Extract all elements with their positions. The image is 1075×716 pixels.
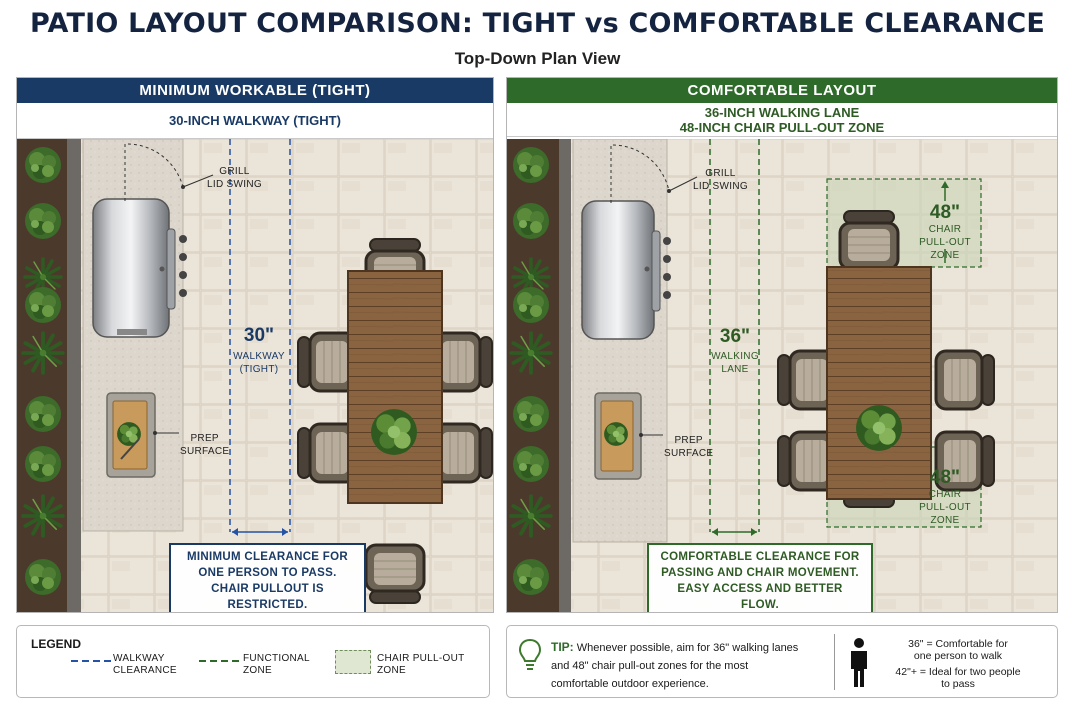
shrub-icon bbox=[25, 559, 61, 595]
lightbulb-icon bbox=[519, 638, 541, 670]
grill bbox=[581, 200, 671, 340]
tight-panel-title: MINIMUM WORKABLE (TIGHT) bbox=[17, 78, 493, 103]
legend: LEGEND WALKWAY CLEARANCE FUNCTIONAL ZONE… bbox=[16, 625, 490, 698]
lane-width-value: 36" bbox=[719, 326, 751, 347]
page-title: PATIO LAYOUT COMPARISON: TIGHT vs COMFOR… bbox=[29, 8, 1046, 39]
comfortable-panel-title: COMFORTABLE LAYOUT bbox=[507, 78, 1057, 103]
table-centerpiece-plant bbox=[371, 409, 417, 455]
dining-table bbox=[347, 270, 443, 504]
legend-pullout-swatch bbox=[335, 650, 371, 674]
dining-set bbox=[296, 237, 493, 605]
legend-title: LEGEND bbox=[31, 637, 82, 651]
shrub-icon bbox=[513, 396, 549, 432]
legend-walkway-label: WALKWAY CLEARANCE bbox=[113, 653, 177, 676]
legend-pullout-label: CHAIR PULL-OUT ZONE bbox=[377, 653, 465, 676]
chair bbox=[934, 349, 996, 411]
legend-walkway-swatch bbox=[71, 660, 111, 662]
shrub-icon bbox=[513, 147, 549, 183]
herb-pot-icon bbox=[117, 422, 141, 446]
walkway-width-label: WALKWAY (TIGHT) bbox=[233, 351, 285, 375]
tip-label: TIP: bbox=[551, 640, 574, 654]
legend-functional-label: FUNCTIONAL ZONE bbox=[243, 653, 310, 676]
comfortable-layout-panel: COMFORTABLE LAYOUT 36-INCH WALKING LANE … bbox=[506, 77, 1058, 613]
prep-surface-callout: PREP SURFACE bbox=[664, 435, 714, 459]
pullout-zone-bottom-value: 48" bbox=[929, 467, 961, 488]
shrub-icon bbox=[25, 203, 61, 239]
lane-width-label: WALKING LANE bbox=[711, 351, 759, 375]
walkway-width-value: 30" bbox=[243, 325, 275, 346]
tight-layout-panel: MINIMUM WORKABLE (TIGHT) 30-INCH WALKWAY… bbox=[16, 77, 494, 613]
planter-edging bbox=[559, 139, 571, 612]
person-icon bbox=[851, 638, 867, 687]
planter-edging bbox=[67, 139, 81, 612]
shrub-icon bbox=[513, 287, 549, 323]
table-centerpiece-plant bbox=[856, 405, 902, 451]
shrub-icon bbox=[25, 446, 61, 482]
comfortable-clearance-note: COMFORTABLE CLEARANCE FOR PASSING AND CH… bbox=[647, 543, 873, 612]
shrub-icon bbox=[25, 287, 61, 323]
prep-surface bbox=[594, 392, 642, 480]
legend-functional-swatch bbox=[199, 660, 239, 662]
prep-surface-callout: PREP SURFACE bbox=[180, 433, 230, 457]
shrub-icon bbox=[25, 396, 61, 432]
tight-clearance-note: MINIMUM CLEARANCE FOR ONE PERSON TO PASS… bbox=[169, 543, 366, 612]
pullout-zone-bottom-label: CHAIR PULL-OUT ZONE bbox=[919, 489, 971, 526]
grill-lid-swing-arc bbox=[610, 144, 670, 203]
tip-divider bbox=[834, 634, 835, 690]
grill-callout-leader bbox=[668, 176, 698, 192]
tight-panel-subtitle: 30-INCH WALKWAY (TIGHT) bbox=[17, 103, 493, 139]
chair bbox=[364, 543, 426, 605]
tip-facts: 36" = Comfortable for one person to walk… bbox=[895, 638, 1021, 690]
grill bbox=[92, 198, 187, 338]
tight-plan-drawing bbox=[17, 139, 493, 612]
prep-surface bbox=[106, 392, 156, 478]
shrub-icon bbox=[513, 559, 549, 595]
chair bbox=[838, 209, 900, 271]
grill-lid-swing-arc bbox=[124, 143, 184, 201]
grill-callout-leader bbox=[182, 174, 214, 188]
tip-text: TIP: Whenever possible, aim for 36" walk… bbox=[551, 640, 799, 690]
comfortable-panel-subtitle: 36-INCH WALKING LANE 48-INCH CHAIR PULL-… bbox=[507, 103, 1057, 137]
tip-box: TIP: Whenever possible, aim for 36" walk… bbox=[506, 625, 1058, 698]
grill-lid-swing-callout: GRILL LID SWING bbox=[207, 166, 262, 190]
pullout-zone-top-label: CHAIR PULL-OUT ZONE bbox=[919, 224, 971, 261]
dining-table bbox=[826, 266, 932, 500]
shrub-icon bbox=[513, 203, 549, 239]
shrub-icon bbox=[513, 446, 549, 482]
herb-pot-icon bbox=[604, 422, 628, 446]
dining-set bbox=[776, 209, 996, 509]
grill-lid-swing-callout: GRILL LID SWING bbox=[693, 168, 748, 192]
page-subtitle: Top-Down Plan View bbox=[454, 49, 621, 68]
shrub-icon bbox=[25, 147, 61, 183]
outdoor-kitchen-counter bbox=[572, 139, 668, 543]
comfortable-plan-drawing bbox=[507, 139, 1057, 612]
pullout-zone-top-value: 48" bbox=[929, 202, 961, 223]
